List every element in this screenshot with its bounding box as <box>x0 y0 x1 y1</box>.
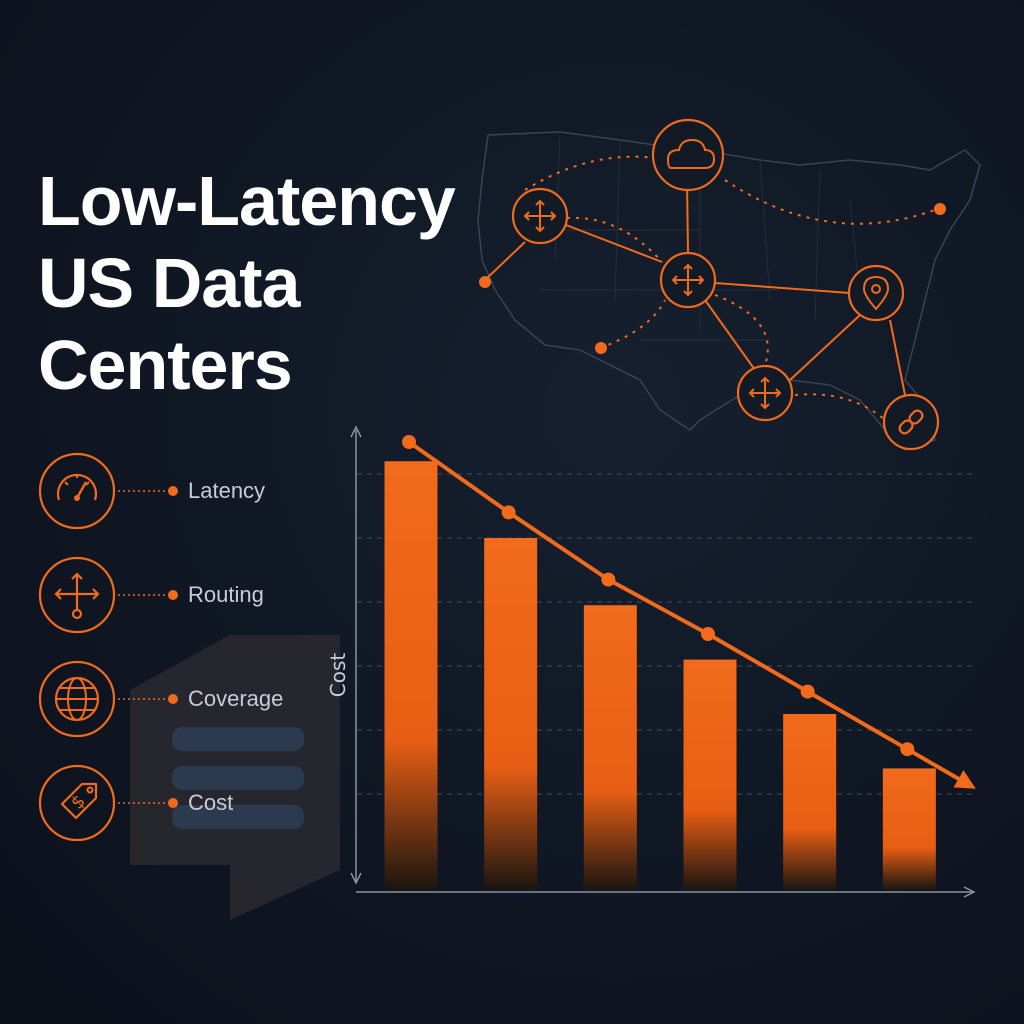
cloud-icon <box>651 118 725 192</box>
legend-label: Cost <box>188 790 234 815</box>
link-line <box>704 299 756 371</box>
endpoint-dot <box>479 276 491 288</box>
bar <box>484 538 538 890</box>
trend-point <box>800 684 815 699</box>
link-line <box>484 241 526 281</box>
legend-connector <box>118 798 178 808</box>
legend-item-latency: Latency <box>38 452 298 536</box>
speedometer-icon <box>38 452 116 530</box>
legend-label: Routing <box>188 582 264 607</box>
link-dashed <box>599 299 666 349</box>
bar <box>783 714 837 890</box>
legend-connector <box>118 694 178 704</box>
legend-item-routing: Routing <box>38 556 298 640</box>
x-axis-arrow <box>963 886 976 898</box>
legend-connector <box>118 590 178 600</box>
trend-point <box>601 572 616 587</box>
legend-item-coverage: Coverage <box>38 660 298 744</box>
bar <box>583 605 637 890</box>
legend-label: Latency <box>188 478 266 503</box>
link-line <box>714 282 851 294</box>
title-line-1: Low-Latency <box>38 162 456 240</box>
trend-point <box>701 627 715 641</box>
bar <box>683 659 737 890</box>
link-icon <box>882 393 940 451</box>
y-axis-arrow-bottom <box>350 872 362 885</box>
link-line <box>789 314 861 381</box>
move-arrows-icon <box>511 187 569 245</box>
link-line <box>889 319 906 396</box>
title-line-2: US Data <box>38 244 300 322</box>
move-arrows-icon <box>736 364 794 422</box>
location-pin-icon <box>847 264 905 322</box>
link-line <box>686 181 689 253</box>
title-line-3: Centers <box>38 326 293 404</box>
routing-arrows-icon <box>38 556 116 634</box>
legend-connector <box>118 486 178 496</box>
endpoint-dot <box>934 203 946 215</box>
y-axis-arrow-top <box>350 425 362 438</box>
globe-icon <box>38 660 116 738</box>
link-dashed <box>714 294 769 366</box>
legend-item-cost: $ Cost <box>38 764 298 848</box>
y-axis-label: Cost <box>326 653 350 698</box>
dollar-tag-icon: $ <box>38 764 116 842</box>
trend-point <box>501 505 516 520</box>
link-dashed <box>794 393 886 421</box>
trend-point <box>402 435 416 449</box>
endpoint-dot <box>595 342 607 354</box>
link-dashed <box>566 216 663 263</box>
move-arrows-icon <box>659 251 717 309</box>
legend-label: Coverage <box>188 686 284 711</box>
trend-point <box>900 742 915 757</box>
bar <box>882 768 936 890</box>
page-title: Low-Latency US Data Centers <box>38 160 456 406</box>
bar <box>384 461 438 890</box>
us-outline <box>477 131 981 451</box>
